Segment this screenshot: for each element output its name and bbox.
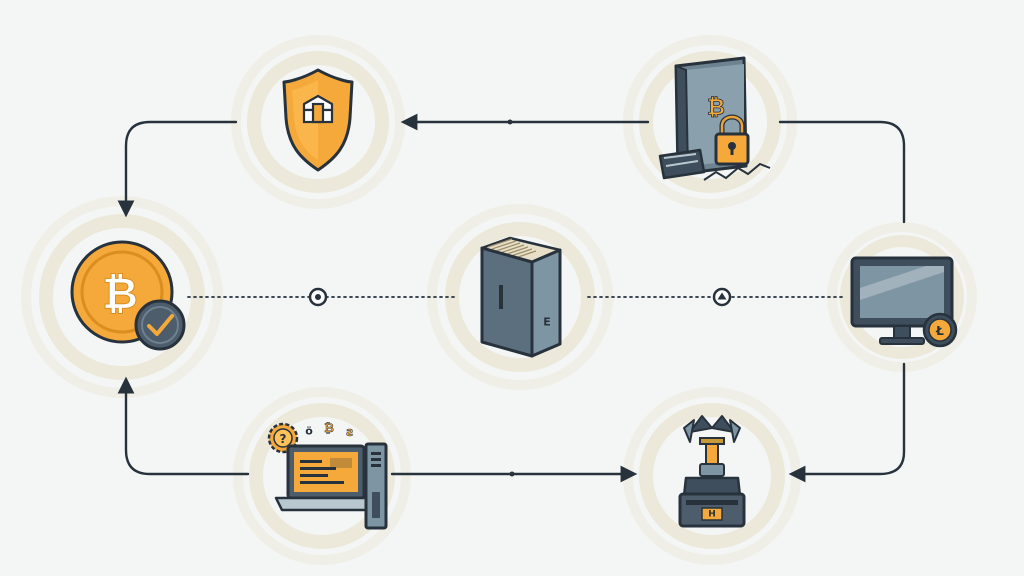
- line-cold-storage-to-wallet: [778, 120, 906, 224]
- connector-dot: [509, 471, 515, 477]
- arrow-exchange-to-bitcoin: [117, 376, 250, 476]
- shield-lock-icon: [282, 68, 354, 172]
- bitcoin-coin-check-icon: ₿: [70, 240, 186, 351]
- arrow-security-to-bitcoin: [117, 120, 238, 218]
- question-symbol: ?: [280, 432, 287, 446]
- arrow-wallet-to-mining: [788, 362, 906, 483]
- floating-symbol: ö: [305, 425, 313, 438]
- connector-node-right: [712, 287, 732, 307]
- server-label: E: [543, 316, 551, 329]
- mining-machine-icon: H: [678, 415, 746, 528]
- laptop-terminal-icon: ? ö ₿ ƨ: [267, 421, 388, 530]
- mining-label: H: [708, 510, 716, 520]
- book-padlock-icon: ₿: [658, 56, 771, 181]
- monitor-coin-symbol: Ł: [935, 324, 944, 338]
- floating-bitcoin-symbol: ₿: [324, 421, 334, 435]
- padlock-icon: [714, 114, 750, 166]
- floating-symbol: ƨ: [346, 425, 353, 439]
- monitor-coin-icon: Ł: [850, 256, 958, 348]
- server-cabinet-icon: E: [480, 236, 562, 358]
- ring-wallet-device: [827, 222, 977, 372]
- coin-badge-icon: Ł: [922, 312, 958, 348]
- check-badge-icon: [134, 299, 186, 351]
- bitcoin-symbol: ₿: [102, 269, 138, 320]
- question-gear-icon: ?: [267, 422, 299, 454]
- connectors: [117, 113, 906, 483]
- ring-exchange: [233, 387, 411, 565]
- book-bitcoin-symbol: ₿: [707, 96, 725, 121]
- connector-node-left: [308, 287, 328, 307]
- connector-dot: [507, 119, 513, 125]
